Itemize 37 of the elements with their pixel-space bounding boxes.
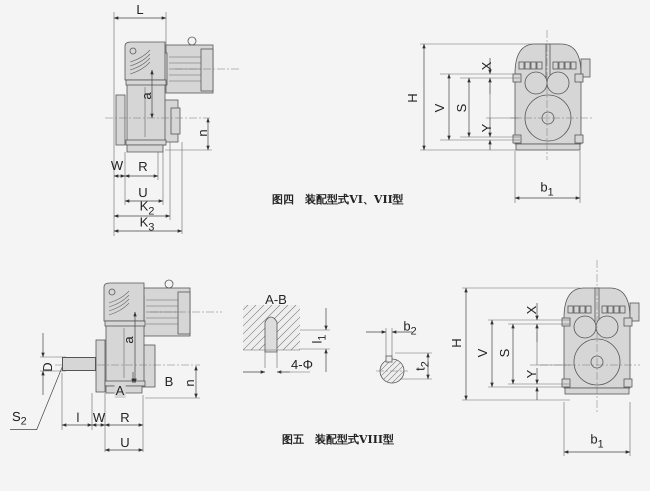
leader-line	[10, 364, 64, 430]
dimension-label: V	[433, 104, 447, 112]
dimension-label: S	[455, 104, 469, 112]
dimension-label: U	[138, 186, 148, 200]
figure-caption: 图四 装配型式VI、VII型	[272, 193, 404, 207]
dimension-label: K$_{2}$	[140, 200, 154, 218]
dimension-label: R	[138, 160, 148, 174]
dimension-label: n	[183, 379, 197, 387]
callout-label: S$_{2}$	[12, 410, 27, 429]
dimension-label: 4-Φ	[291, 358, 313, 372]
dimension-label: W	[92, 411, 106, 425]
dimension-label: b$_{1}$	[590, 432, 604, 452]
dimension-label: A	[114, 384, 126, 398]
dimension-label: n	[196, 129, 210, 137]
dimension-label: L	[136, 3, 144, 17]
dimension-label: D	[41, 362, 55, 372]
dimension-label: Y	[525, 370, 539, 378]
dimension-label: l	[76, 411, 80, 425]
dimension-label: a	[140, 92, 154, 100]
dimension-label: A-B	[265, 293, 287, 307]
dimension-label: H	[450, 338, 464, 348]
dimension-label: B	[164, 375, 174, 389]
dimension-label: V	[476, 348, 490, 358]
dimension-label: K$_{3}$	[140, 216, 154, 234]
dimension-label: a	[122, 336, 136, 344]
dimension-label: X	[480, 62, 494, 70]
shaft	[62, 357, 96, 371]
figure-caption: 图五 装配型式VIII型	[282, 433, 394, 447]
dimension-label: H	[406, 93, 420, 103]
dimension-label: W	[110, 159, 124, 173]
dimension-label: b$_{1}$	[540, 180, 554, 200]
dimension-label: U	[120, 436, 130, 450]
dimension-label: b$_{2}$	[403, 320, 417, 338]
dimension-label: R	[120, 411, 130, 425]
dimension-label: X	[525, 306, 539, 314]
dimension-label: S	[498, 348, 512, 358]
dimension-label: Y	[480, 124, 494, 132]
